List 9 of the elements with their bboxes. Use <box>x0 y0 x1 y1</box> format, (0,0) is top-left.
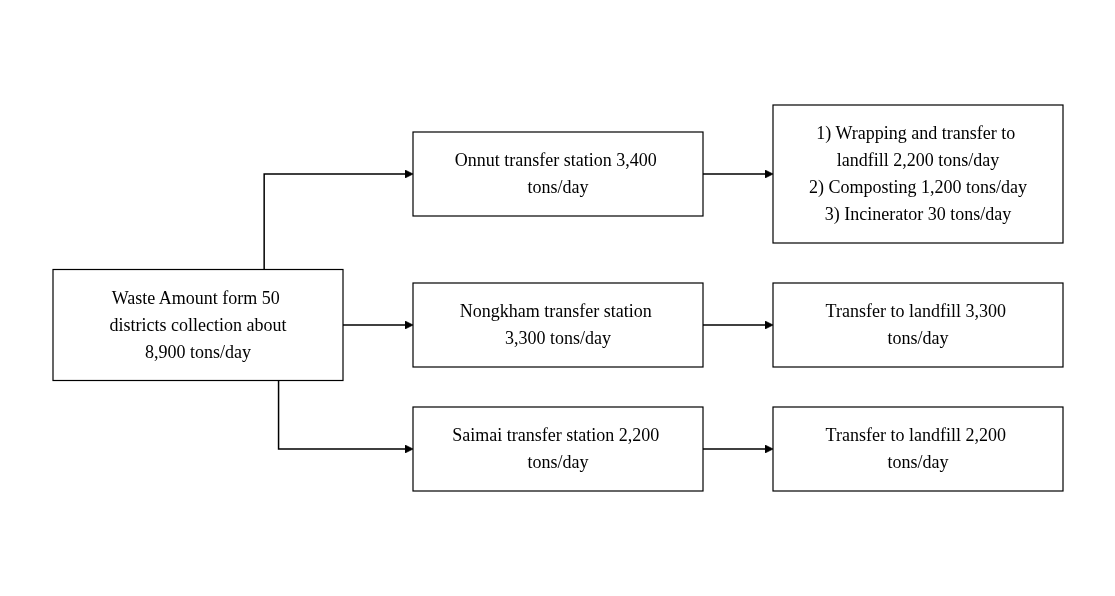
node-box: Transfer to landfill 3,300 tons/day <box>771 282 1064 368</box>
arrow <box>262 169 413 271</box>
node-box: Onnut transfer station 3,400 tons/day <box>411 131 704 217</box>
node-box: Saimai transfer station 2,200 tons/day <box>411 406 704 492</box>
node-box: 1) Wrapping and transfer to landfill 2,200 tons/day 2) Composting 1,200 tons/day 3) Incinerator 30 tons/day <box>771 104 1064 244</box>
node-box: Transfer to landfill 2,200 tons/day <box>771 406 1064 492</box>
node-box: Waste Amount form 50 districts collection about 8,900 tons/day <box>51 268 344 382</box>
arrow <box>277 379 413 454</box>
node-box: Nongkham transfer station 3,300 tons/day <box>411 282 704 368</box>
